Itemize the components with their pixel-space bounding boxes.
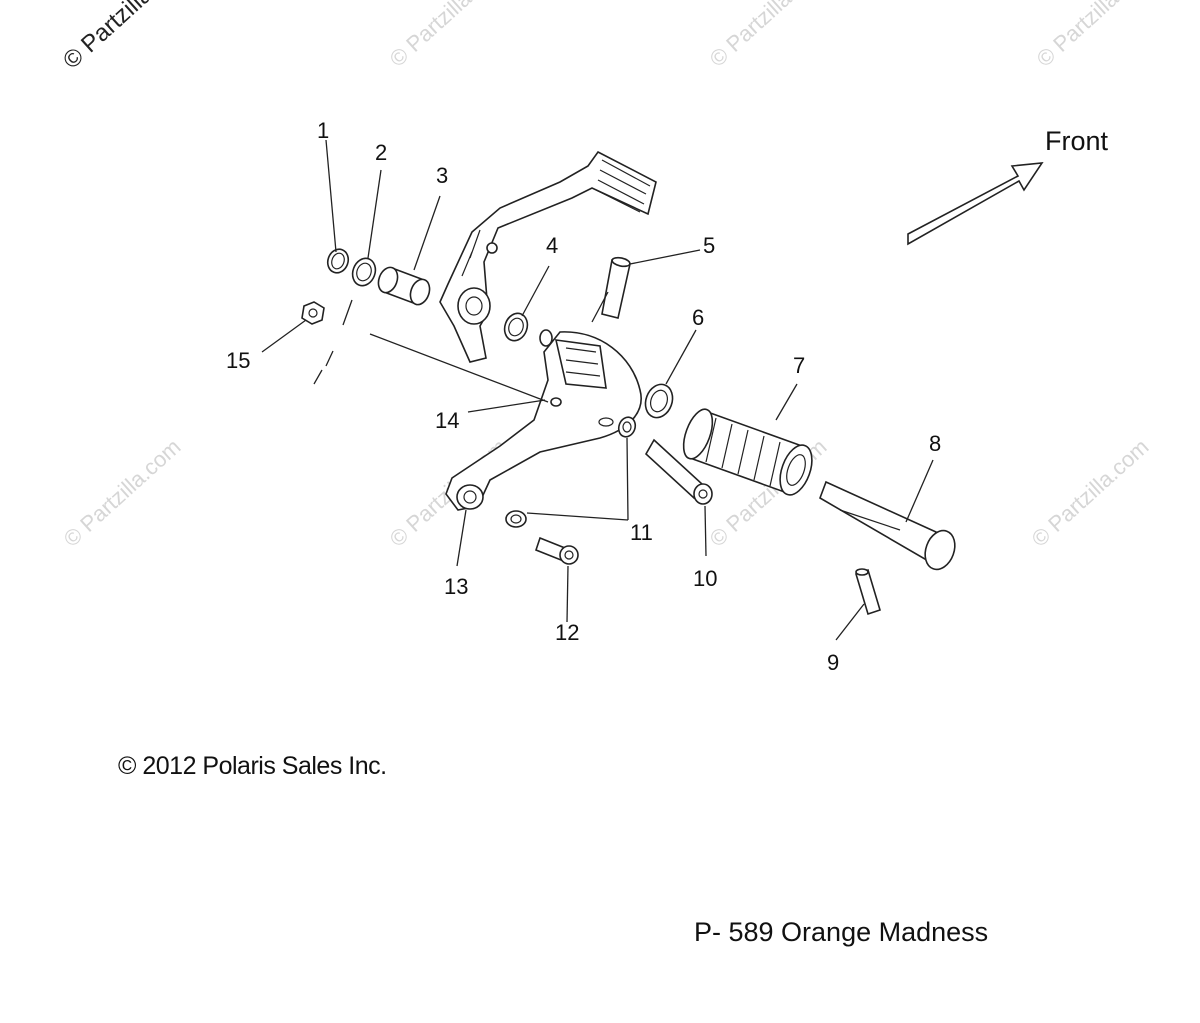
callout-13: 13	[444, 574, 468, 599]
part-10-bolt	[644, 438, 713, 505]
part-4-washer	[503, 312, 529, 342]
part-7-footpeg-rubber	[682, 408, 813, 496]
part-3-bushing	[377, 266, 431, 306]
copyright-text: © 2012 Polaris Sales Inc.	[118, 752, 387, 780]
watermark: © Partzilla.com	[59, 434, 186, 552]
callout-14: 14	[435, 408, 459, 433]
corner-watermark: © Partzilla	[58, 0, 158, 74]
callout-1: 1	[317, 118, 329, 143]
callout-15: 15	[226, 348, 250, 373]
watermarks: © Partzilla © Partzilla.com © Partzilla.…	[58, 0, 1159, 552]
callout-9: 9	[827, 650, 839, 675]
callout-3: 3	[436, 163, 448, 188]
page-code-label: P- 589 Orange Madness	[694, 917, 989, 947]
leader-lines	[261, 139, 934, 641]
pedal-lever	[439, 150, 657, 363]
part-1-snap-ring	[326, 248, 350, 274]
part-15-nut	[301, 301, 325, 325]
front-label: Front	[1045, 126, 1109, 156]
callout-10: 10	[693, 566, 717, 591]
watermark: © Partzilla.com	[1032, 0, 1159, 72]
watermark: © Partzilla.com	[385, 0, 512, 72]
watermark: © Partzilla.com	[705, 0, 832, 72]
part-12-bolt	[535, 536, 579, 565]
part-9-pin	[855, 568, 881, 616]
footpeg-bracket	[445, 329, 642, 511]
callout-5: 5	[703, 233, 715, 258]
watermark: © Partzilla.com	[1027, 434, 1154, 552]
callout-8: 8	[929, 431, 941, 456]
callout-7: 7	[793, 353, 805, 378]
callout-11: 11	[630, 520, 653, 545]
part-6-washer	[644, 383, 674, 419]
callout-4: 4	[546, 233, 558, 258]
part-11-washer	[505, 416, 637, 528]
part-2-washer	[351, 257, 377, 287]
callout-numbers: 1 2 3 4 5 6 7 8 9 10 11 12 13 14 15	[226, 118, 941, 675]
part-5-pin	[601, 256, 631, 319]
front-arrow: Front	[907, 126, 1109, 246]
part-8-footpeg-pin	[819, 480, 956, 571]
callout-6: 6	[692, 305, 704, 330]
callout-2: 2	[375, 140, 387, 165]
callout-12: 12	[555, 620, 579, 645]
